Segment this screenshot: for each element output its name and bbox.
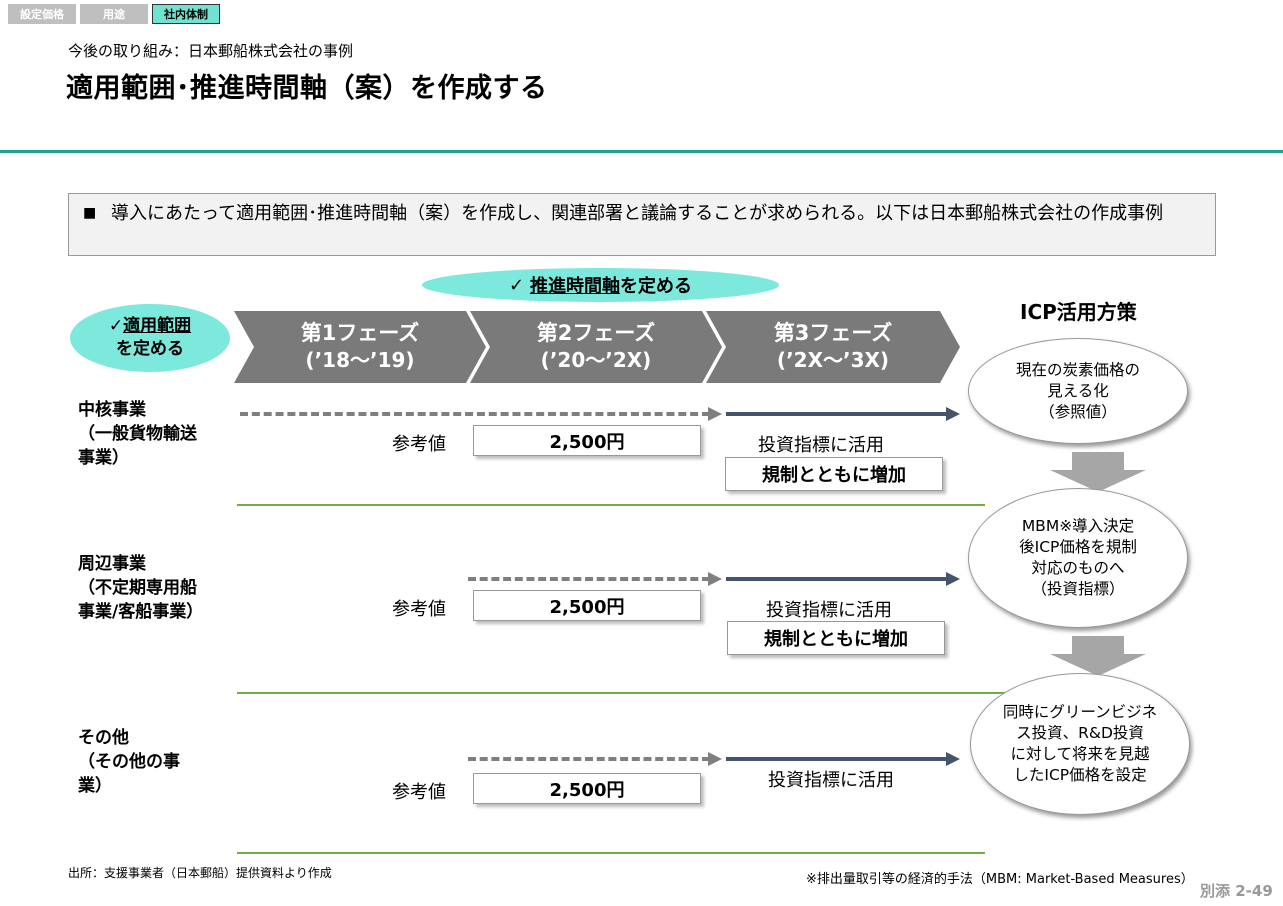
reference-label: 参考値 [392, 782, 446, 803]
investment-label: 投資指標に活用 [768, 770, 894, 791]
row-label-line: 中核事業 [78, 400, 146, 420]
price-box: 2,500円 [473, 425, 701, 456]
scope-oval-line1: ✓適用範囲 [109, 315, 191, 338]
phase-2-chevron: 第2フェーズ (’20～’2X) [470, 311, 722, 383]
row-label-line: （その他の事 [78, 752, 180, 772]
phase-2-name: 第2フェーズ [536, 321, 656, 345]
row-label-peripheral: 周辺事業 （不定期専用船 事業/客船事業） [78, 552, 203, 624]
icp-item-line: に対して将来を見越 [1010, 745, 1150, 763]
tab-internal-structure[interactable]: 社内体制 [152, 4, 220, 24]
title-divider [0, 150, 1283, 153]
row-label-line: （一般貨物輸送 [78, 424, 197, 444]
phase-3-name: 第3フェーズ [773, 321, 893, 345]
icp-item-line: 同時にグリーンビジネ [1002, 703, 1158, 721]
phase-1-name: 第1フェーズ [300, 321, 420, 345]
tab-bar: 設定価格 用途 社内体制 [8, 4, 220, 24]
icp-item-green-investment: 同時にグリーンビジネ ス投資、R&D投資 に対して将来を見越 したICP価格を設… [970, 673, 1190, 815]
down-arrow-icon [1050, 636, 1146, 676]
check-icon: ✓ [108, 316, 124, 336]
icp-item-line: （投資指標） [1031, 580, 1125, 598]
row-separator [237, 852, 985, 854]
dashed-arrow-head [708, 572, 722, 586]
row-separator [237, 504, 985, 506]
icp-item-line: 見える化 [1047, 381, 1109, 400]
investment-solid-arrow [726, 577, 948, 581]
investment-solid-arrow [726, 412, 948, 416]
down-arrow-icon [1050, 452, 1146, 492]
icp-item-mbm: MBM※導入決定 後ICP価格を規制 対応のものへ （投資指標） [968, 488, 1188, 628]
solid-arrow-head [946, 752, 960, 766]
investment-label: 投資指標に活用 [758, 435, 884, 456]
scope-oval-keyword: 適用範囲 [123, 316, 192, 336]
summary-box: ■ 導入にあたって適用範囲･推進時間軸（案）を作成し、関連部署と議論することが求… [68, 193, 1216, 256]
reference-dashed-arrow [468, 577, 710, 581]
phase-1-period: (’18～’19) [305, 348, 415, 372]
row-label-line: その他 [78, 728, 129, 748]
tab-price[interactable]: 設定価格 [8, 4, 76, 24]
investment-solid-arrow [726, 757, 948, 761]
timeline-oval: ✓ 推進時間軸 を定める [422, 268, 779, 302]
tab-usage[interactable]: 用途 [80, 4, 148, 24]
dashed-arrow-head [708, 407, 722, 421]
icp-item-line: （参照値） [1039, 402, 1117, 421]
reference-label: 参考値 [392, 599, 446, 620]
row-label-line: （不定期専用船 [78, 578, 197, 598]
reference-label: 参考値 [392, 434, 446, 455]
price-box: 2,500円 [473, 773, 701, 804]
icp-item-line: ス投資、R&D投資 [1016, 724, 1144, 742]
row-separator [237, 692, 1005, 694]
page-title: 適用範囲･推進時間軸（案）を作成する [66, 73, 548, 104]
check-icon: ✓ [508, 274, 525, 296]
icp-heading: ICP活用方策 [1020, 300, 1137, 324]
square-bullet-icon: ■ [83, 205, 97, 221]
icp-item-line: 後ICP価格を規制 [1019, 538, 1137, 556]
reference-dashed-arrow [468, 757, 710, 761]
regulation-box: 規制とともに増加 [725, 457, 943, 491]
regulation-box: 規制とともに増加 [727, 621, 945, 655]
reference-dashed-arrow [240, 412, 710, 416]
solid-arrow-head [946, 407, 960, 421]
icp-item-line: MBM※導入決定 [1021, 517, 1135, 535]
solid-arrow-head [946, 572, 960, 586]
icp-item-line: したICP価格を設定 [1013, 766, 1147, 784]
investment-label: 投資指標に活用 [766, 600, 892, 621]
row-label-line: 事業） [78, 448, 129, 468]
phase-2-period: (’20～’2X) [540, 348, 652, 372]
icp-item-reference: 現在の炭素価格の 見える化 （参照値） [968, 338, 1188, 444]
phase-3-period: (’2X～’3X) [776, 348, 890, 372]
summary-text: 導入にあたって適用範囲･推進時間軸（案）を作成し、関連部署と議論することが求めら… [111, 203, 1164, 224]
price-box: 2,500円 [473, 590, 701, 621]
footnote: ※排出量取引等の経済的手法（MBM: Market-Based Measures… [806, 872, 1194, 887]
page-subtitle: 今後の取り組み：日本郵船株式会社の事例 [68, 42, 354, 60]
scope-oval: ✓適用範囲 を定める [70, 304, 230, 372]
timeline-oval-keyword: 推進時間軸 [530, 276, 621, 297]
page-number: 別添 2-49 [1200, 882, 1273, 900]
icp-item-line: 対応のものへ [1031, 559, 1125, 577]
source-note: 出所：支援事業者（日本郵船）提供資料より作成 [68, 866, 332, 880]
timeline-oval-rest: を定める [620, 276, 693, 297]
dashed-arrow-head [708, 752, 722, 766]
scope-oval-line2: を定める [116, 339, 184, 359]
row-label-other: その他 （その他の事 業） [78, 726, 180, 798]
row-label-line: 業） [78, 776, 112, 796]
icp-item-line: 現在の炭素価格の [1015, 360, 1140, 379]
row-label-line: 周辺事業 [78, 554, 146, 574]
phase-3-chevron: 第3フェーズ (’2X～’3X) [706, 311, 960, 383]
row-label-line: 事業/客船事業） [78, 602, 204, 622]
row-label-core: 中核事業 （一般貨物輸送 事業） [78, 398, 197, 470]
phase-1-chevron: 第1フェーズ (’18～’19) [234, 311, 486, 383]
